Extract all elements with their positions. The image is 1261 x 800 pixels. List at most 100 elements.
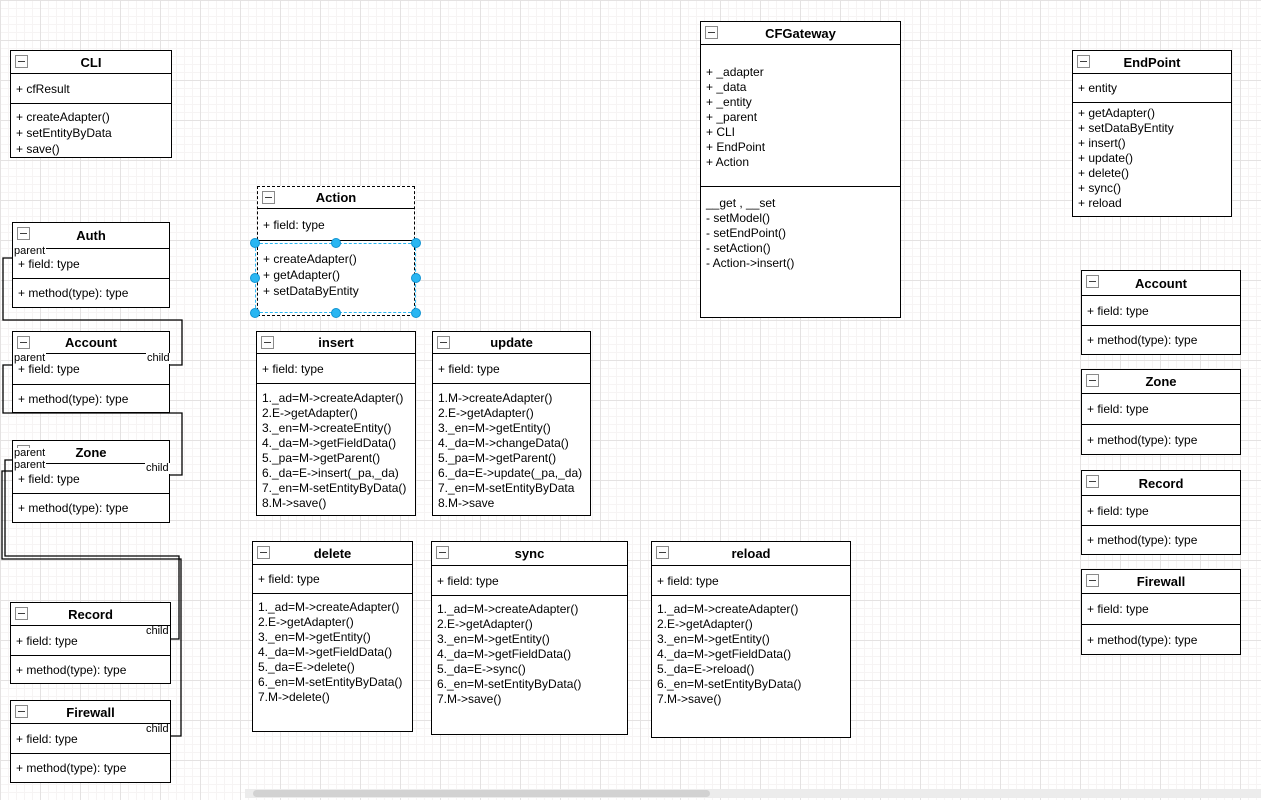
class-fields-section[interactable]: + field: type xyxy=(13,249,169,279)
uml-edge[interactable] xyxy=(2,257,183,366)
class-title-row[interactable]: update xyxy=(433,332,590,354)
class-fields-section[interactable]: + field: type xyxy=(257,354,415,384)
collapse-icon[interactable] xyxy=(17,227,30,240)
collapse-icon[interactable] xyxy=(15,55,28,68)
horizontal-scrollbar[interactable] xyxy=(245,789,1261,798)
class-title-row[interactable]: Auth xyxy=(13,223,169,249)
class-methods-section[interactable]: 1._ad=M->createAdapter()2.E->getAdapter(… xyxy=(432,596,627,734)
class-box-auth[interactable]: Auth+ field: type+ method(type): type xyxy=(12,222,170,308)
selection-handle[interactable] xyxy=(411,238,421,248)
selection-rect[interactable] xyxy=(255,243,416,313)
class-box-cli[interactable]: CLI+ cfResult+ createAdapter()+ setEntit… xyxy=(10,50,172,158)
collapse-icon[interactable] xyxy=(261,336,274,349)
class-title-row[interactable]: Record xyxy=(11,603,170,626)
class-fields-section[interactable]: + field: type xyxy=(652,566,850,596)
collapse-icon[interactable] xyxy=(257,546,270,559)
selection-handle[interactable] xyxy=(411,273,421,283)
edge-label[interactable]: child xyxy=(145,625,170,637)
class-box-account-left[interactable]: Account+ field: type+ method(type): type xyxy=(12,331,170,413)
class-methods-section[interactable]: 1.M->createAdapter()2.E->getAdapter()3._… xyxy=(433,384,590,515)
class-title-row[interactable]: reload xyxy=(652,542,850,566)
uml-edge[interactable] xyxy=(1,470,182,737)
class-title-row[interactable]: delete xyxy=(253,542,412,565)
class-fields-section[interactable]: + field: type xyxy=(253,565,412,594)
collapse-icon[interactable] xyxy=(705,26,718,39)
class-box-zone-right[interactable]: Zone+ field: type+ method(type): type xyxy=(1081,369,1241,455)
class-fields-section[interactable]: + field: type xyxy=(1082,496,1240,526)
class-fields-section[interactable]: + field: type xyxy=(11,626,170,656)
class-title-row[interactable]: EndPoint xyxy=(1073,51,1231,74)
edge-label[interactable]: child xyxy=(145,462,170,474)
horizontal-scrollbar-thumb[interactable] xyxy=(253,790,710,797)
class-methods-section[interactable]: + createAdapter()+ setEntityByData+ save… xyxy=(11,104,171,157)
class-box-account-right[interactable]: Account+ field: type+ method(type): type xyxy=(1081,270,1241,355)
class-box-endpoint[interactable]: EndPoint+ entity+ getAdapter()+ setDataB… xyxy=(1072,50,1232,217)
edge-label[interactable]: parent xyxy=(13,245,47,257)
selection-handle[interactable] xyxy=(330,308,341,318)
selection-handle[interactable] xyxy=(250,238,260,248)
class-methods-section[interactable]: + method(type): type xyxy=(1082,526,1240,554)
class-fields-section[interactable]: + field: type xyxy=(1082,394,1240,425)
class-methods-section[interactable]: + getAdapter()+ setDataByEntity+ insert(… xyxy=(1073,103,1231,216)
class-title-row[interactable]: sync xyxy=(432,542,627,566)
uml-edge[interactable] xyxy=(2,364,183,476)
class-fields-section[interactable]: + field: type xyxy=(11,724,170,754)
collapse-icon[interactable] xyxy=(1077,55,1090,68)
class-box-record-right[interactable]: Record+ field: type+ method(type): type xyxy=(1081,470,1241,555)
class-title-row[interactable]: insert xyxy=(257,332,415,354)
class-title-row[interactable]: Firewall xyxy=(1082,570,1240,594)
class-box-firewall-right[interactable]: Firewall+ field: type+ method(type): typ… xyxy=(1081,569,1241,655)
edge-label[interactable]: parent xyxy=(13,459,47,471)
collapse-icon[interactable] xyxy=(15,705,28,718)
class-fields-section[interactable]: + _adapter+ _data+ _entity+ _parent+ CLI… xyxy=(701,45,900,187)
selection-handle[interactable] xyxy=(330,238,341,248)
collapse-icon[interactable] xyxy=(1086,275,1099,288)
selection-handle[interactable] xyxy=(250,308,260,318)
class-methods-section[interactable]: + method(type): type xyxy=(13,279,169,307)
class-box-zone-left[interactable]: Zone+ field: type+ method(type): type xyxy=(12,440,170,523)
class-methods-section[interactable]: + method(type): type xyxy=(11,656,170,683)
class-methods-section[interactable]: + method(type): type xyxy=(11,754,170,782)
collapse-icon[interactable] xyxy=(1086,475,1099,488)
class-title-row[interactable]: Record xyxy=(1082,471,1240,496)
selection-handle[interactable] xyxy=(250,273,260,283)
collapse-icon[interactable] xyxy=(15,607,28,620)
collapse-icon[interactable] xyxy=(1086,374,1099,387)
class-fields-section[interactable]: + field: type xyxy=(13,354,169,385)
class-methods-section[interactable]: 1._ad=M->createAdapter()2.E->getAdapter(… xyxy=(257,384,415,515)
class-methods-section[interactable]: + createAdapter()+ getAdapter()+ setData… xyxy=(258,241,414,315)
class-box-action[interactable]: Action+ field: type+ createAdapter()+ ge… xyxy=(257,186,415,316)
edge-label[interactable]: child xyxy=(146,352,171,364)
class-methods-section[interactable]: 1._ad=M->createAdapter()2.E->getAdapter(… xyxy=(253,594,412,731)
selection-handle[interactable] xyxy=(411,308,421,318)
class-title-row[interactable]: Firewall xyxy=(11,701,170,724)
class-title-row[interactable]: CFGateway xyxy=(701,22,900,45)
class-methods-section[interactable]: + method(type): type xyxy=(1082,625,1240,654)
collapse-icon[interactable] xyxy=(656,546,669,559)
class-fields-section[interactable]: + field: type xyxy=(1082,594,1240,625)
collapse-icon[interactable] xyxy=(17,336,30,349)
class-methods-section[interactable]: + method(type): type xyxy=(13,494,169,522)
collapse-icon[interactable] xyxy=(1086,574,1099,587)
class-fields-section[interactable]: + field: type xyxy=(432,566,627,596)
collapse-icon[interactable] xyxy=(436,546,449,559)
class-box-cfgateway[interactable]: CFGateway+ _adapter+ _data+ _entity+ _pa… xyxy=(700,21,901,318)
edge-label[interactable]: parent xyxy=(13,447,47,459)
class-fields-section[interactable]: + field: type xyxy=(433,354,590,384)
class-fields-section[interactable]: + cfResult xyxy=(11,74,171,104)
collapse-icon[interactable] xyxy=(262,191,275,204)
edge-label[interactable]: parent xyxy=(13,352,47,364)
class-box-firewall-left[interactable]: Firewall+ field: type+ method(type): typ… xyxy=(10,700,171,783)
class-methods-section[interactable]: 1._ad=M->createAdapter()2.E->getAdapter(… xyxy=(652,596,850,737)
class-title-row[interactable]: CLI xyxy=(11,51,171,74)
edge-label[interactable]: child xyxy=(145,723,170,735)
class-methods-section[interactable]: __get , __set- setModel()- setEndPoint()… xyxy=(701,187,900,317)
class-title-row[interactable]: Account xyxy=(13,332,169,354)
class-methods-section[interactable]: + method(type): type xyxy=(1082,326,1240,354)
class-methods-section[interactable]: + method(type): type xyxy=(13,385,169,412)
